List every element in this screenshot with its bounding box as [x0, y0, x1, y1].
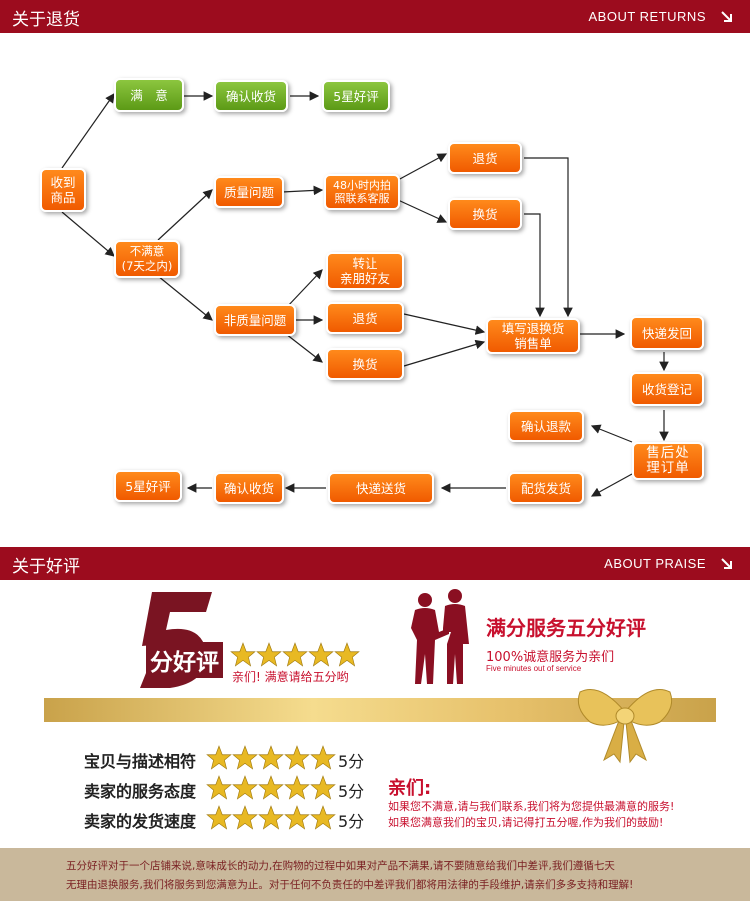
- star-icon: [232, 775, 258, 800]
- node-express-delivery: 快递送货: [328, 472, 434, 504]
- handshake-people-icon: [411, 589, 469, 684]
- star-icon: [258, 805, 284, 830]
- rating-stars-shipping: [206, 805, 336, 831]
- node-five-star-top: 5星好评: [322, 80, 390, 112]
- star-icon: [310, 805, 336, 830]
- star-icon: [256, 642, 282, 667]
- footer-line2: 无理由退换服务,我们将服务到您满意为止。对于任何不负责任的中差评我们都将用法律的…: [66, 879, 634, 891]
- node-confirm-receipt-top: 确认收货: [214, 80, 288, 112]
- star-icon: [258, 745, 284, 770]
- logo-stars: [230, 642, 360, 668]
- service-slogan-line3: Five minutes out of service: [486, 664, 582, 673]
- node-exchange-a: 换货: [448, 198, 522, 230]
- node-exchange-b: 换货: [326, 348, 404, 380]
- node-fill-form: 填写退换货 销售单: [486, 318, 580, 354]
- five-star-review-label: 分好评: [146, 642, 223, 678]
- node-transfer-friend: 转让 亲朋好友: [326, 252, 404, 290]
- arrow-down-right-icon: [721, 558, 732, 569]
- returns-english-title: ABOUT RETURNS: [588, 9, 706, 24]
- node-quality-issue: 质量问题: [214, 176, 284, 208]
- node-unsatisfied: 不满意 (7天之内): [114, 240, 180, 278]
- star-icon: [206, 805, 232, 830]
- node-receive-goods: 收到 商品: [40, 168, 86, 212]
- star-icon: [334, 642, 360, 667]
- node-return-b: 退货: [326, 302, 404, 334]
- rating-score-shipping: 5分: [338, 812, 365, 831]
- node-five-star-bottom: 5星好评: [114, 470, 182, 502]
- star-icon: [258, 775, 284, 800]
- star-icon: [310, 775, 336, 800]
- footer-line1: 五分好评对于一个店铺来说,意味成长的动力,在购物的过程中如果对产品不满果,请不要…: [66, 860, 615, 872]
- returns-header-bar: 关于退货 ABOUT RETURNS: [0, 0, 750, 33]
- node-return-a: 退货: [448, 142, 522, 174]
- rating-score-description: 5分: [338, 752, 365, 771]
- logo-subtext: 亲们! 满意请给五分哟: [232, 670, 349, 684]
- dear-customers-title: 亲们:: [388, 778, 432, 799]
- star-icon: [282, 642, 308, 667]
- star-icon: [232, 745, 258, 770]
- node-express-back: 快递发回: [630, 316, 704, 350]
- node-after-sales: 售后处 理订单: [632, 442, 704, 480]
- node-receive-register: 收货登记: [630, 372, 704, 406]
- rating-label-shipping: 卖家的发货速度: [84, 812, 197, 831]
- star-icon: [230, 642, 256, 667]
- node-contact-service: 48小时内拍 照联系客服: [324, 174, 400, 210]
- returns-title: 关于退货: [12, 10, 80, 30]
- node-satisfied: 满 意: [114, 78, 184, 112]
- rating-label-service: 卖家的服务态度: [84, 782, 197, 801]
- star-icon: [308, 642, 334, 667]
- service-slogan-line2: 100%诚意服务为亲们: [486, 650, 615, 665]
- returns-flowchart-arrows: [61, 91, 669, 497]
- star-icon: [206, 745, 232, 770]
- gold-bow-icon: [577, 689, 673, 764]
- star-icon: [232, 805, 258, 830]
- arrow-down-right-icon: [721, 11, 732, 22]
- node-confirm-refund: 确认退款: [508, 410, 584, 442]
- star-icon: [206, 775, 232, 800]
- star-icon: [284, 775, 310, 800]
- star-icon: [284, 745, 310, 770]
- rating-label-description: 宝贝与描述相符: [84, 752, 197, 771]
- star-icon: [310, 745, 336, 770]
- service-slogan: 满分服务五分好评: [486, 616, 646, 640]
- dear-line-unsatisfied: 如果您不满意,请与我们联系,我们将为您提供最满意的服务!: [388, 800, 675, 813]
- praise-header-bar: 关于好评 ABOUT PRAISE: [0, 547, 750, 580]
- rating-score-service: 5分: [338, 782, 365, 801]
- node-non-quality-issue: 非质量问题: [214, 304, 296, 336]
- rating-stars-service: [206, 775, 336, 801]
- footer-notice: 五分好评对于一个店铺来说,意味成长的动力,在购物的过程中如果对产品不满果,请不要…: [0, 848, 750, 901]
- praise-title: 关于好评: [12, 557, 80, 577]
- praise-english-title: ABOUT PRAISE: [604, 556, 706, 571]
- node-dispatch: 配货发货: [508, 472, 584, 504]
- star-icon: [284, 805, 310, 830]
- rating-stars-description: [206, 745, 336, 771]
- dear-line-satisfied: 如果您满意我们的宝贝,请记得打五分喔,作为我们的鼓励!: [388, 816, 664, 829]
- node-confirm-receipt-bottom: 确认收货: [214, 472, 284, 504]
